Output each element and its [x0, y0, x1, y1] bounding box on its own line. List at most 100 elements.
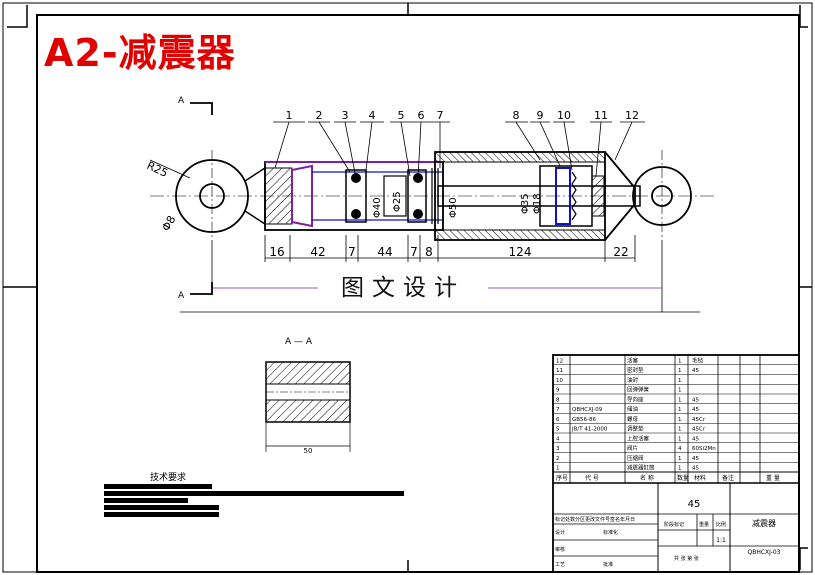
bom-header: 序号 代 号 名 称 数量 材料 备注 重 量	[556, 474, 780, 482]
tech-requirements-title: 技术要求	[150, 473, 187, 483]
part-label-6: 6	[418, 109, 425, 122]
part-label-3: 3	[342, 109, 349, 122]
bom-row-name: 上腔活塞	[627, 434, 650, 442]
bom-row-code: JB/T 41-2000	[571, 427, 608, 433]
bom-row-qty: 1	[678, 388, 682, 394]
bom-row-code: GB56-86	[572, 417, 597, 423]
svg-text:工艺: 工艺	[555, 562, 565, 568]
section-view: A — A 50	[265, 337, 351, 455]
bom-row-material: 45	[692, 436, 699, 442]
svg-text:Φ40: Φ40	[372, 197, 383, 218]
svg-text:备注: 备注	[722, 474, 734, 482]
bom-row-name: 调整垫	[627, 425, 644, 433]
svg-text:审核: 审核	[555, 546, 565, 553]
bom-row-code: QBHCXJ-09	[572, 407, 603, 413]
bom-row-no: 9	[556, 388, 560, 394]
drawing-code: QBHCXJ-03	[747, 549, 780, 556]
bom-row-no: 10	[556, 378, 563, 384]
bom-row-no: 4	[556, 436, 560, 442]
svg-text:7: 7	[348, 245, 356, 259]
bom-row-material: 45	[692, 407, 699, 413]
base-valve	[291, 164, 313, 228]
shock-absorber-assembly: 1 2 3 4 5 6 7 8 9 10 11 12 R25 Φ8 Φ40 Φ2…	[145, 96, 715, 313]
material-cell: 45	[688, 499, 701, 510]
scale-value: 1:1	[716, 537, 726, 544]
svg-text:Φ18: Φ18	[532, 193, 543, 214]
bom-row-material: 毛毡	[692, 356, 704, 364]
svg-text:共 张 第 张: 共 张 第 张	[674, 555, 699, 562]
hole-label: Φ8	[159, 213, 178, 233]
right-eye	[632, 166, 692, 226]
svg-text:Φ35: Φ35	[520, 193, 531, 214]
drawing-title: A2-减震器	[44, 31, 236, 75]
bom-row-no: 1	[556, 466, 560, 472]
left-eye	[175, 159, 249, 233]
bom-row-no: 3	[556, 446, 560, 452]
bom-row: 3 阀片 4 60Si2Mn	[556, 444, 716, 452]
svg-text:阶段标记: 阶段标记	[664, 521, 684, 528]
svg-text:8: 8	[425, 245, 433, 259]
bom-row-qty: 1	[678, 456, 682, 462]
part-label-2: 2	[316, 109, 323, 122]
section-mark-bottom: A	[178, 291, 185, 301]
bom-row-qty: 1	[678, 417, 682, 423]
centering-marks	[3, 3, 812, 572]
bom-row-qty: 1	[678, 378, 682, 384]
bom-row-qty: 1	[678, 407, 682, 413]
bom-row-qty: 4	[678, 446, 682, 452]
bom-row-material: 45	[692, 397, 699, 403]
radius-label: R25	[145, 159, 170, 180]
svg-text:重量: 重量	[699, 521, 709, 528]
part-label-10: 10	[557, 109, 571, 122]
bom-row-no: 7	[556, 407, 560, 413]
diameter-labels: Φ40 Φ25 Φ50 Φ35 Φ18	[372, 191, 543, 218]
bom-row-material: 60Si2Mn	[692, 446, 716, 452]
section-title: A — A	[285, 337, 313, 347]
bom-row-no: 2	[556, 456, 560, 462]
bom-row-qty: 1	[678, 436, 682, 442]
svg-text:数量: 数量	[677, 474, 689, 482]
bom-row-name: 压缩阀	[627, 454, 644, 462]
bom-row-name: 油封	[627, 376, 639, 384]
svg-text:50: 50	[304, 447, 313, 455]
bom-row-name: 密封垫	[627, 366, 644, 374]
svg-text:比例: 比例	[716, 521, 726, 528]
title-block-text: 45 减震器 QBHCXJ-03 1:1 阶段标记 重量 比例 标记处数分区更改…	[555, 499, 781, 568]
bom-row-material: 45Cr	[692, 427, 706, 433]
part-label-7: 7	[437, 109, 444, 122]
bom-row-name: 活塞	[627, 356, 639, 364]
svg-text:材料: 材料	[694, 474, 706, 482]
section-mark-top: A	[178, 96, 185, 106]
bom-row: 10 油封 1	[556, 376, 682, 384]
bom-row-qty: 1	[678, 358, 682, 364]
dimension-values: 16 42 7 44 7 8 124 22 ——	[269, 245, 628, 313]
drawing-name: 减震器	[752, 518, 776, 528]
svg-text:设计: 设计	[555, 529, 565, 536]
bom-row-no: 11	[556, 368, 563, 374]
trim-marks	[7, 5, 808, 570]
bom-row: 4 上腔活塞 1 45	[556, 434, 699, 442]
bom-row-qty: 1	[678, 427, 682, 433]
part-label-5: 5	[398, 109, 405, 122]
bom-row-name: 回弹弹簧	[627, 386, 650, 394]
tech-requirements-bars	[104, 484, 404, 517]
svg-text:序号: 序号	[556, 474, 568, 482]
svg-text:16: 16	[269, 245, 284, 259]
bom-row-qty: 1	[678, 466, 682, 472]
bom-row-material: 45	[692, 368, 699, 374]
bom-row-name: 螺母	[627, 415, 639, 423]
svg-text:名 称: 名 称	[640, 474, 654, 482]
section-cut-marks	[190, 102, 213, 295]
part-label-4: 4	[369, 109, 376, 122]
bom-row-no: 8	[556, 397, 560, 403]
part-number-labels: 1 2 3 4 5 6 7 8 9 10 11 12	[286, 109, 640, 122]
bom-row-qty: 1	[678, 397, 682, 403]
bom-row-material: 45	[692, 456, 699, 462]
bom-row-name: 阀片	[627, 444, 638, 452]
